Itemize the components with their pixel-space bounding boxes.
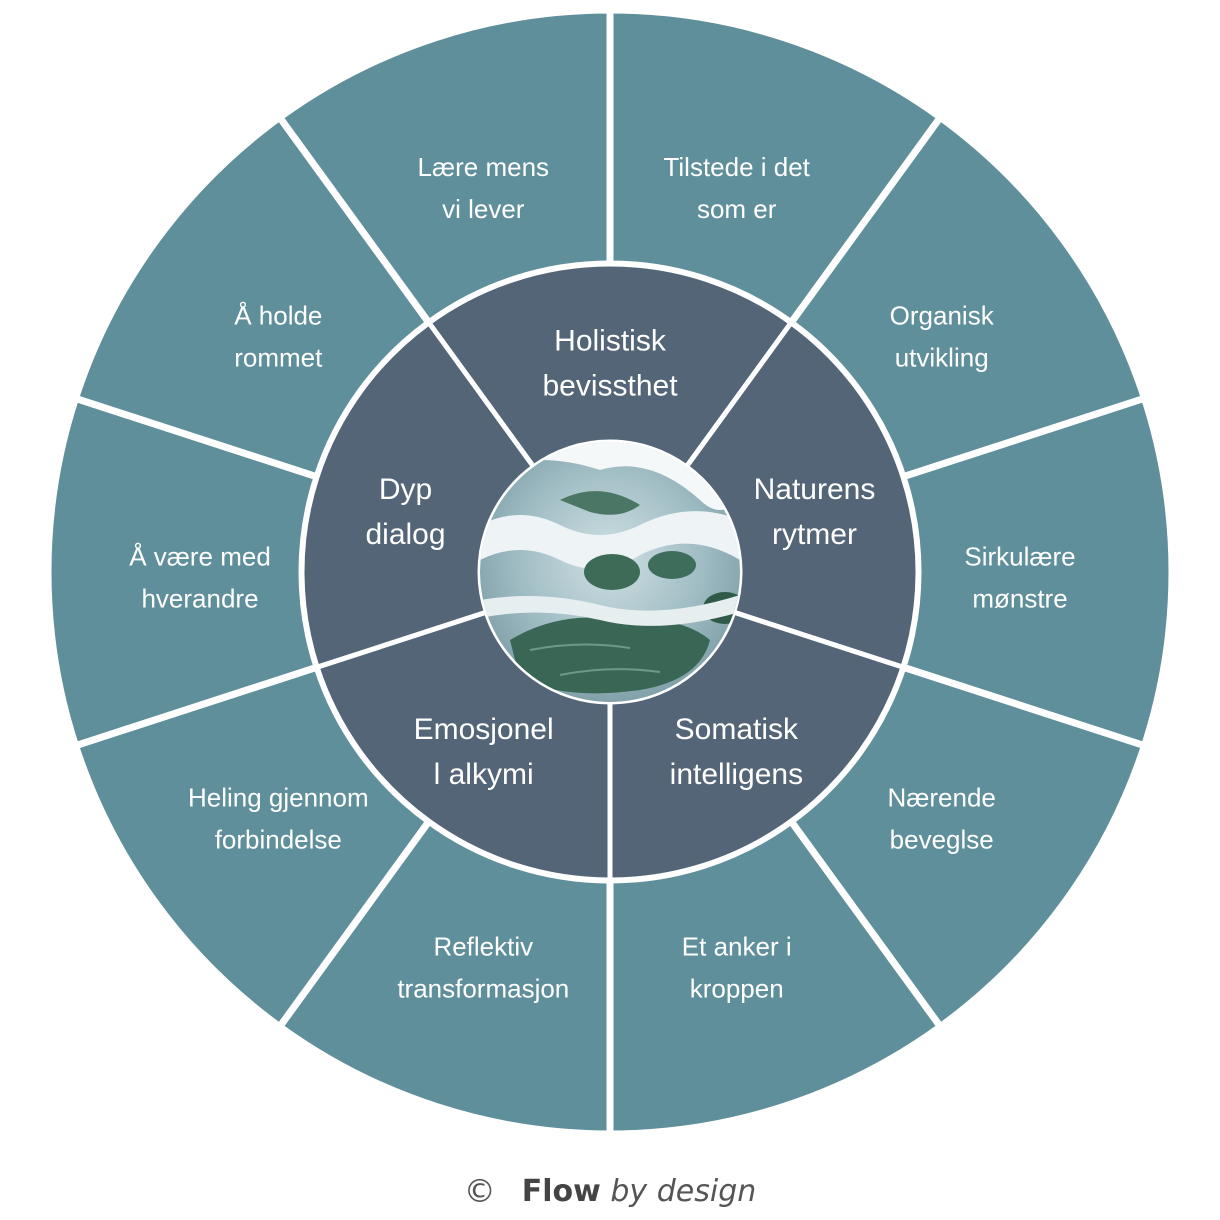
brand-flow: Flow <box>522 1174 601 1209</box>
copyright-icon: © <box>464 1172 496 1210</box>
brand-by-design: by design <box>610 1174 756 1209</box>
brand-name: Flow by design <box>522 1174 757 1209</box>
footer: © Flow by design <box>0 1166 1220 1216</box>
